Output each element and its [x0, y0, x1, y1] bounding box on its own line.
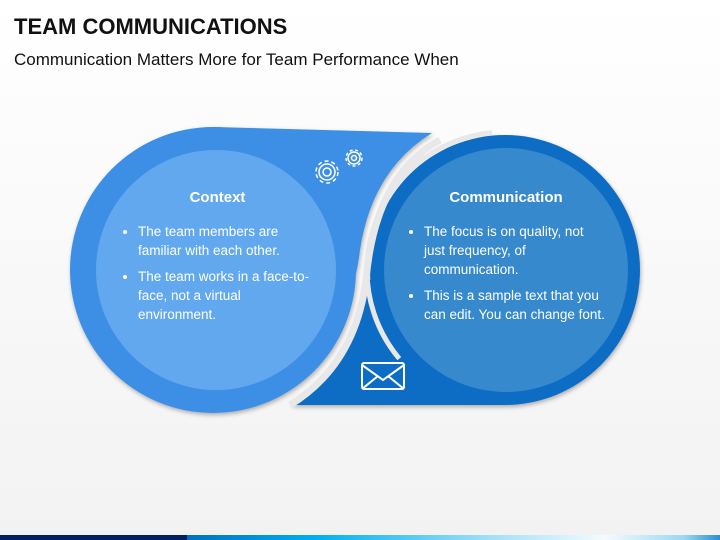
context-inner-circle: [96, 150, 336, 390]
communication-bullet: This is a sample text that you can edit.…: [424, 286, 606, 324]
communication-panel: Communication The focus is on quality, n…: [406, 189, 606, 331]
page-subtitle: Communication Matters More for Team Perf…: [14, 50, 459, 69]
communication-bullet: The focus is on quality, not just freque…: [424, 222, 606, 279]
context-bullet: The team members are familiar with each …: [138, 222, 315, 260]
context-heading: Context: [189, 189, 246, 206]
communication-inner-circle: [384, 148, 628, 392]
context-bullet: The team works in a face-to-face, not a …: [138, 267, 315, 324]
envelope-icon: [361, 362, 405, 390]
page-title: TEAM COMMUNICATIONS: [14, 14, 288, 39]
footer-gradient-bar: [0, 535, 720, 540]
communication-heading: Communication: [449, 189, 563, 206]
context-panel: Context The team members are familiar wi…: [120, 189, 315, 331]
gears-icon: [315, 149, 363, 184]
